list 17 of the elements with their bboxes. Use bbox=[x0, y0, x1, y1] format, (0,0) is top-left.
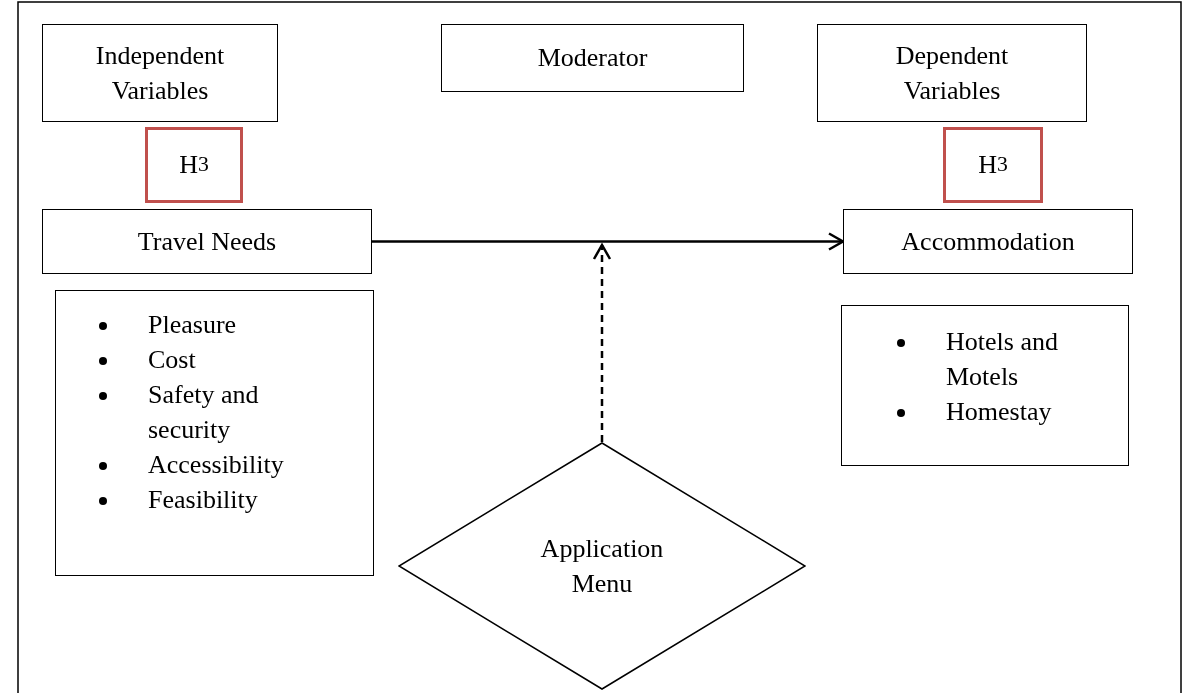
variable-box: Accommodation bbox=[843, 209, 1133, 274]
bullet-list-box bbox=[55, 290, 374, 576]
list-item: Cost bbox=[148, 345, 196, 375]
list-item: Hotels and Motels bbox=[946, 327, 1058, 392]
list-item: Feasibility bbox=[148, 485, 258, 515]
bullet-list-box bbox=[841, 305, 1129, 466]
list-item: Pleasure bbox=[148, 310, 237, 339]
variable-box: Moderator bbox=[441, 24, 744, 92]
list-item: Safety and security bbox=[148, 380, 259, 445]
dashed-arrow bbox=[592, 243, 612, 442]
variable-box: Independent Variables bbox=[42, 24, 278, 122]
variable-box: Dependent Variables bbox=[817, 24, 1087, 122]
arrow bbox=[372, 232, 845, 251]
list-item: Homestay bbox=[946, 397, 1052, 427]
node-label: Application Menu bbox=[539, 532, 665, 600]
list-item: Accessibility bbox=[148, 450, 284, 480]
variable-box: Travel Needs bbox=[42, 209, 372, 274]
